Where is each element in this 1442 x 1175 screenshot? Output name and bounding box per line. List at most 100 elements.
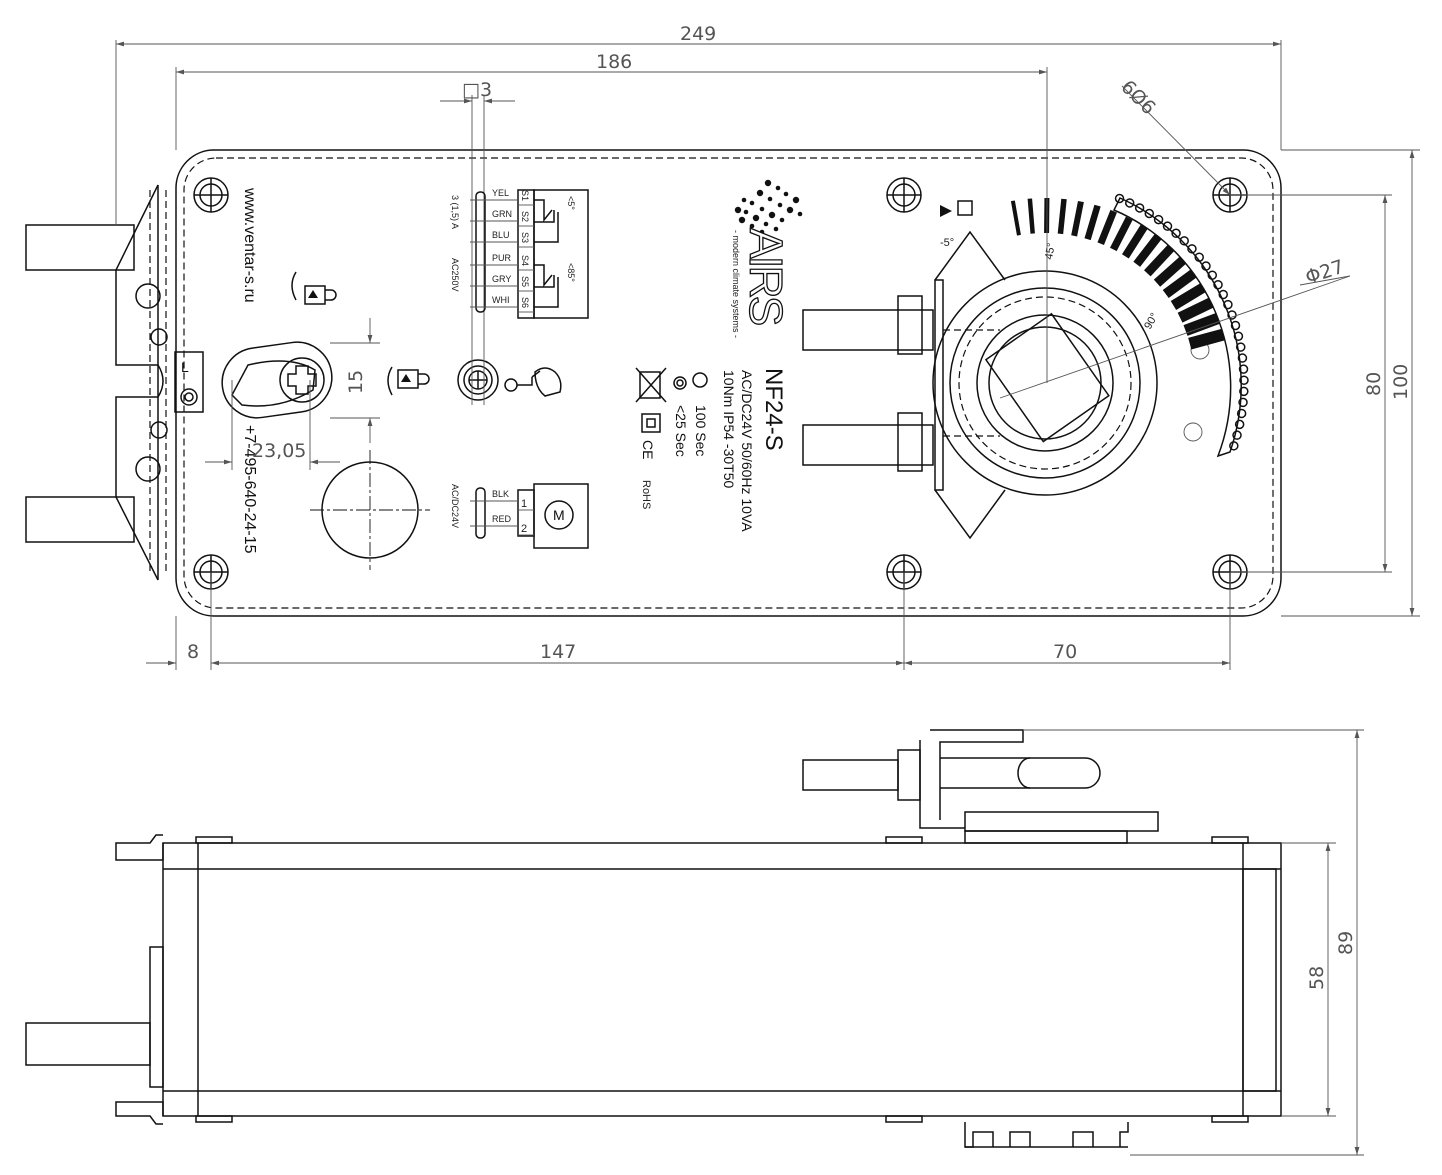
logo-dot bbox=[759, 206, 765, 212]
switch-high-angle: <85° bbox=[566, 263, 576, 282]
wire-terminal-label: S4 bbox=[520, 255, 530, 266]
side-housing bbox=[162, 842, 1282, 1117]
motor-wire-terminal: 2 bbox=[521, 523, 527, 535]
dim-slot-offset: 23,05 bbox=[252, 440, 306, 462]
website-text: www.ventar-s.ru bbox=[241, 187, 258, 303]
scale-dot bbox=[1236, 408, 1247, 419]
dim-mount-span: 186 bbox=[596, 51, 632, 73]
scale-zero-box bbox=[957, 200, 973, 216]
scale-mid: 45° bbox=[1043, 242, 1058, 260]
scale-dot bbox=[1239, 386, 1249, 397]
logo-dot bbox=[756, 189, 764, 197]
motor-wire-color: RED bbox=[492, 514, 512, 524]
model-name: NF24-S bbox=[760, 368, 787, 451]
shaft-leader bbox=[999, 275, 1351, 399]
scale-dot bbox=[1171, 228, 1181, 239]
motor-supply: AC/DC24V bbox=[450, 484, 460, 528]
wire-terminal-label: S3 bbox=[520, 232, 530, 243]
logo-wordmark: AIRS bbox=[740, 228, 792, 325]
motor-symbol: M bbox=[553, 507, 565, 523]
dim-height-inner: 80 bbox=[1363, 372, 1385, 396]
scale-dot bbox=[1134, 203, 1145, 213]
logo-tagline: - modern climate systems - bbox=[731, 230, 741, 338]
switch-low-angle: <5° bbox=[566, 196, 576, 210]
scale-bar bbox=[1144, 244, 1175, 277]
motor-run-time: 100 Sec bbox=[693, 405, 709, 456]
scale-dot bbox=[1235, 342, 1246, 352]
scale-dot bbox=[1227, 310, 1237, 320]
lock-icon bbox=[291, 271, 337, 305]
logo-dot bbox=[749, 200, 755, 206]
logo-dot bbox=[779, 217, 785, 223]
crank-slot bbox=[221, 341, 333, 419]
scale-bar bbox=[1010, 200, 1021, 236]
wire-color-label: PUR bbox=[492, 253, 512, 263]
dim-hole-spec: 6Ø6 bbox=[1116, 76, 1159, 119]
wire-color-label: GRY bbox=[492, 274, 511, 284]
shaft-clamp bbox=[802, 230, 1210, 540]
scale-dot bbox=[1232, 430, 1242, 440]
logo-dot bbox=[738, 216, 746, 224]
double-insulation-icon bbox=[641, 413, 661, 433]
left-bracket: L bbox=[25, 184, 204, 581]
scale-bar bbox=[1170, 282, 1207, 311]
scale-dot bbox=[1238, 364, 1249, 374]
dim-square-drive: □3 bbox=[462, 79, 492, 101]
wire-color-label: WHI bbox=[492, 295, 510, 305]
scale-dot bbox=[1179, 236, 1189, 246]
logo-dot bbox=[786, 206, 794, 214]
scale-bar bbox=[1153, 256, 1187, 287]
dim-height-outer: 100 bbox=[1390, 364, 1412, 400]
scale-bar bbox=[1162, 269, 1197, 299]
slot-dimensions: 15 23,05 bbox=[205, 318, 380, 470]
wire-terminal-label: S5 bbox=[520, 276, 530, 287]
motor-time-icon bbox=[692, 372, 708, 388]
mount-hole-top-mid bbox=[886, 177, 922, 213]
scale-bar bbox=[1133, 234, 1162, 267]
dim-shaft-diameter: Φ27 bbox=[1303, 256, 1347, 289]
dim-side-total: 89 bbox=[1335, 931, 1357, 955]
scale-min: -5° bbox=[940, 237, 954, 249]
scale-bar bbox=[1121, 224, 1148, 259]
scale-dot bbox=[1201, 261, 1211, 271]
scale-dot bbox=[1239, 375, 1249, 385]
scale-dot bbox=[1124, 198, 1135, 208]
dim-offset-70: 70 bbox=[1053, 641, 1077, 663]
dim-slot-height: 15 bbox=[345, 370, 367, 394]
scale-dot bbox=[1223, 299, 1233, 310]
current-rating: 3 (1,5) A bbox=[450, 195, 460, 229]
wire-color-label: YEL bbox=[492, 188, 509, 198]
rohs-mark: RoHS bbox=[640, 480, 652, 509]
wire-terminal-label: S1 bbox=[520, 190, 530, 201]
logo-dot bbox=[752, 214, 760, 222]
scale-dot bbox=[1207, 270, 1218, 280]
logo-dot bbox=[777, 202, 783, 208]
logo-dot bbox=[792, 196, 800, 204]
logo-dot bbox=[741, 197, 747, 203]
scale-bar bbox=[1057, 198, 1067, 235]
phone-text: +7-495-640-24-15 bbox=[241, 425, 258, 554]
logo-dot bbox=[783, 191, 789, 197]
wire-terminal-label: S2 bbox=[520, 211, 530, 222]
scale-bar bbox=[1109, 216, 1133, 252]
top-view: L www.ventar-s.ru +7-495-640-24-15 bbox=[25, 23, 1420, 670]
scale-dot bbox=[1234, 419, 1245, 430]
scale-dot bbox=[1237, 353, 1248, 363]
scale-dot bbox=[1218, 289, 1228, 300]
mount-hole-top-left bbox=[193, 177, 229, 213]
weee-icon bbox=[635, 367, 667, 403]
switch-voltage: AC250V bbox=[450, 258, 460, 292]
supply-text: AC/DC24V 50/60Hz 10VA bbox=[739, 370, 755, 532]
dim-overall-length: 249 bbox=[680, 23, 716, 45]
motor-wire-color: BLK bbox=[492, 489, 509, 499]
logo-dot bbox=[763, 221, 769, 227]
scale-dot bbox=[1114, 193, 1125, 204]
logo-dot bbox=[764, 179, 772, 187]
scale-dot bbox=[1187, 244, 1197, 254]
airs-logo: AIRS - modern climate systems - bbox=[731, 179, 803, 338]
scale-dot bbox=[1238, 397, 1248, 408]
dim-offset-8: 8 bbox=[187, 641, 199, 663]
